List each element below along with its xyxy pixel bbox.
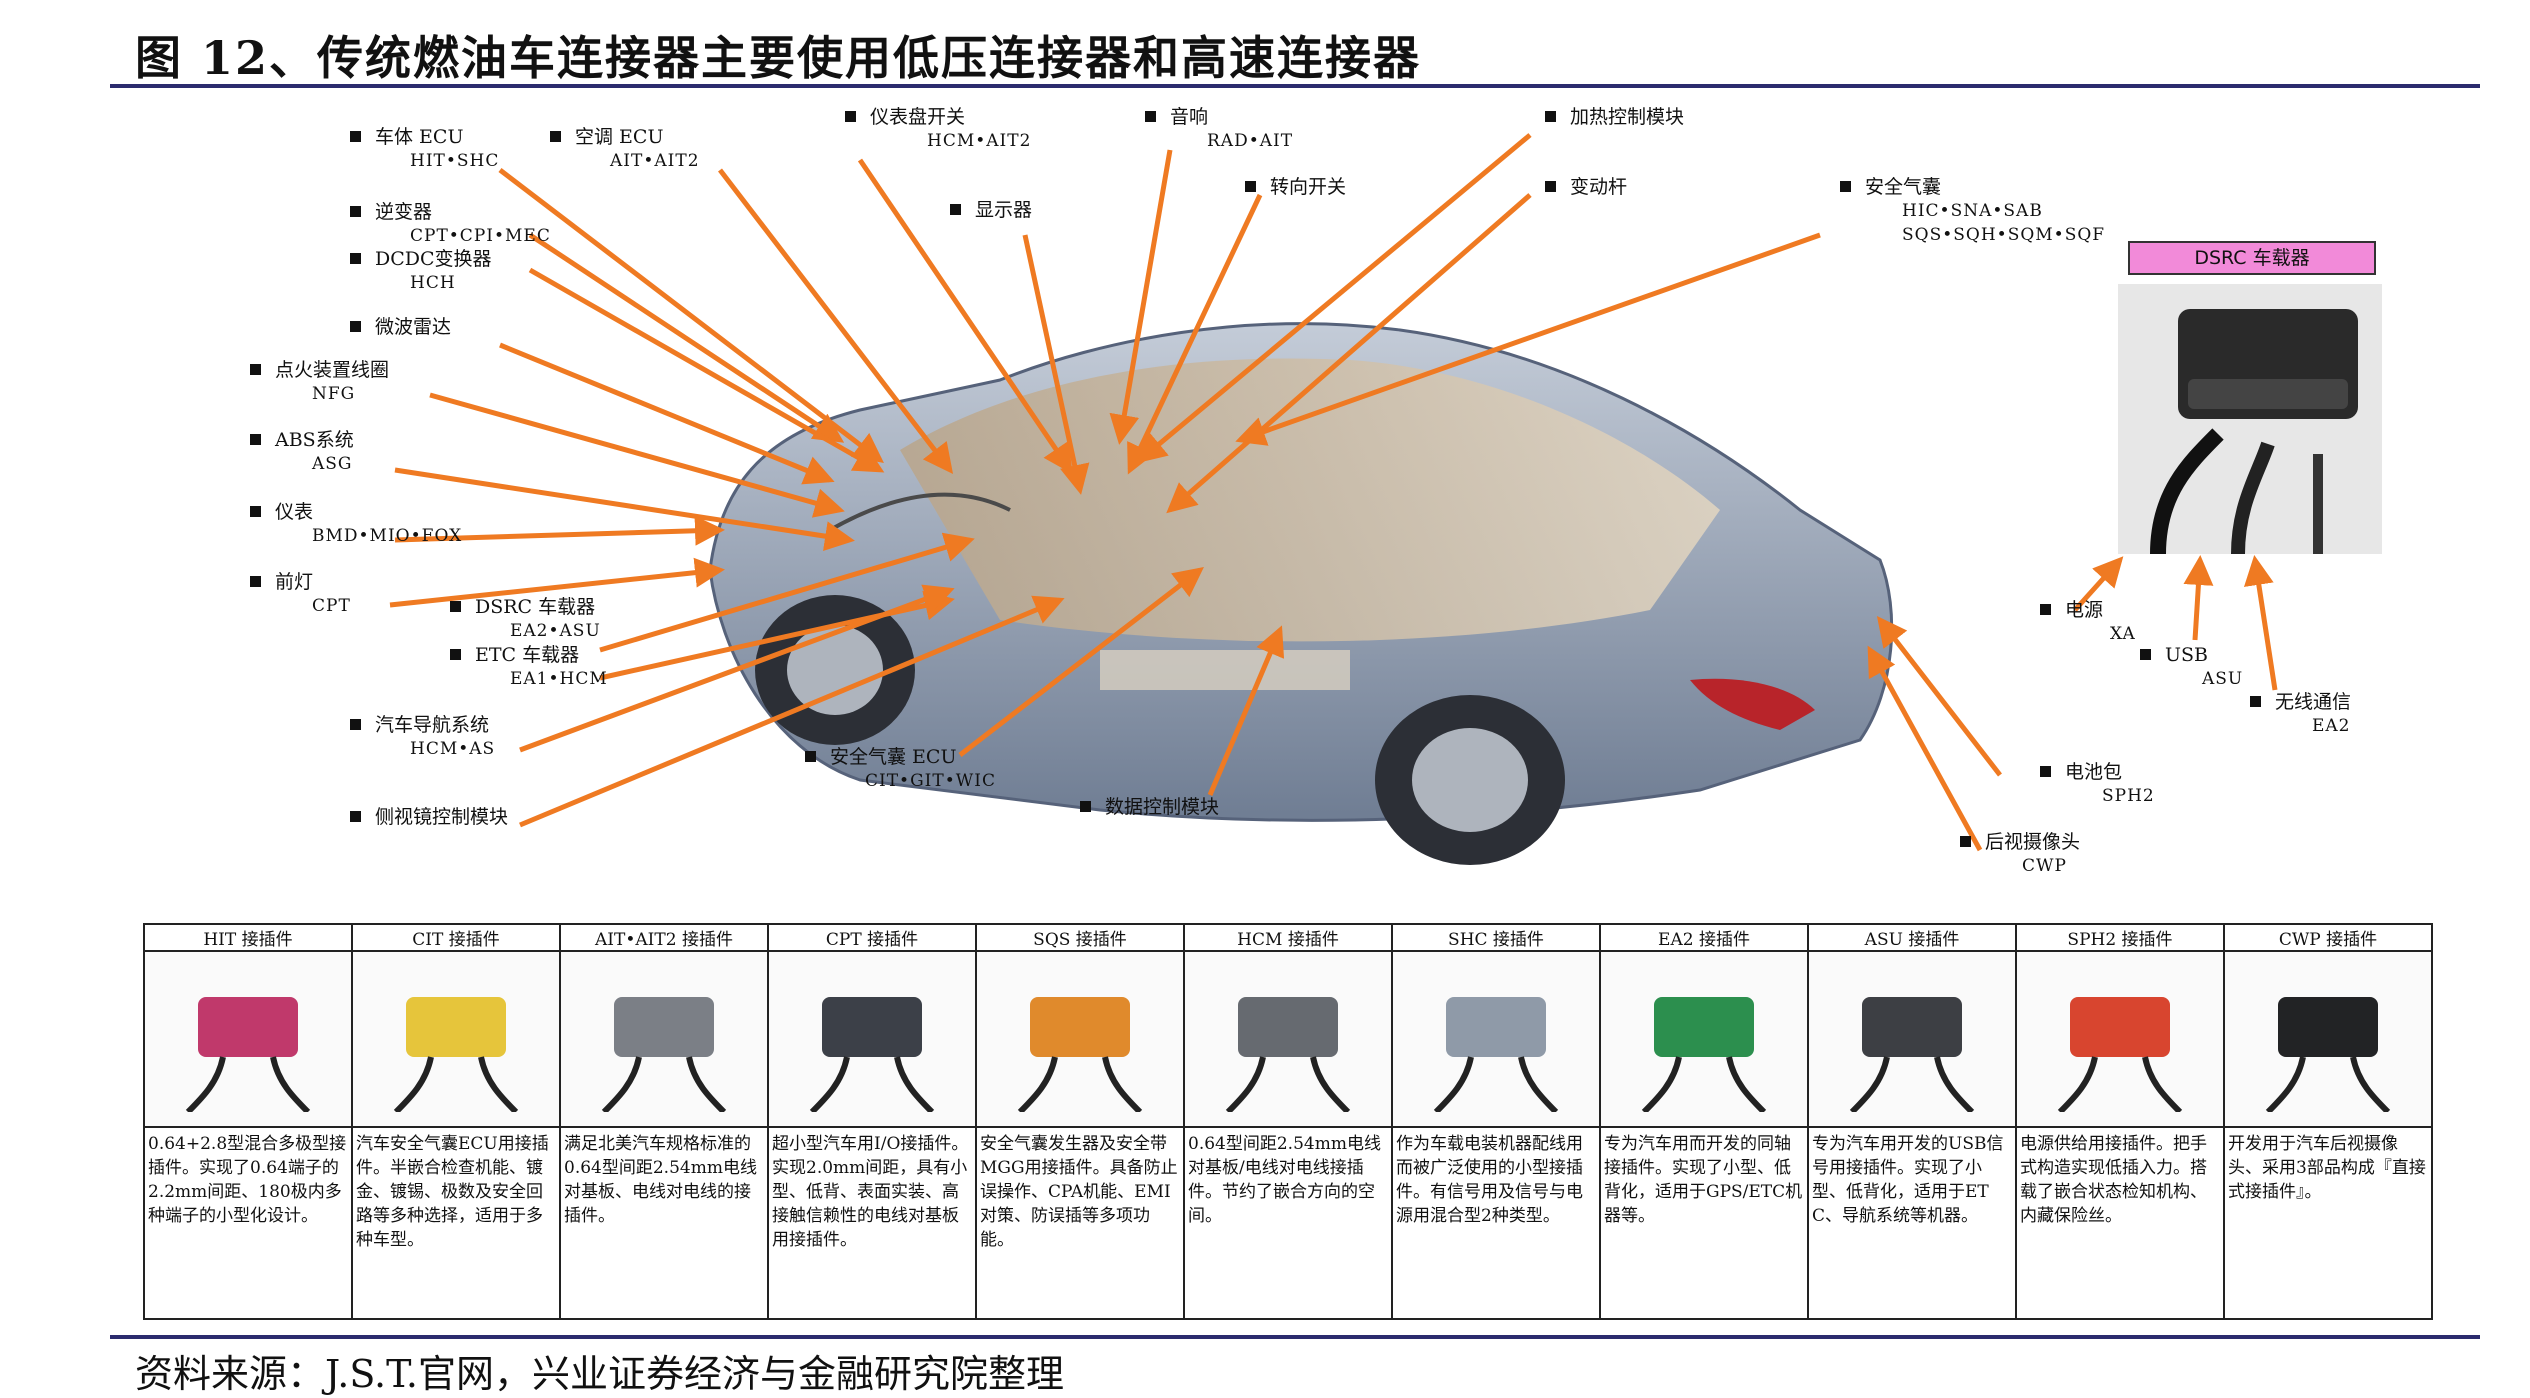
table-image-cell: [1183, 950, 1393, 1128]
label-data-control: 数据控制模块: [1080, 795, 1219, 819]
table-description: 作为车载电装机器配线用而被广泛使用的小型接插件。有信号用及信号与电源用混合型2种…: [1391, 1126, 1601, 1320]
label-shift-lever: 变动杆: [1545, 175, 1627, 199]
table-description-row: 0.64+2.8型混合多极型接插件。实现了0.64端子的2.2mm间距、180极…: [143, 1126, 2433, 1320]
table-image-cell: [767, 950, 977, 1128]
table-description: 0.64+2.8型混合多极型接插件。实现了0.64端子的2.2mm间距、180极…: [143, 1126, 353, 1320]
figure-title: 图 12、传统燃油车连接器主要使用低压连接器和高速连接器: [135, 31, 1422, 85]
table-image-cell: [1807, 950, 2017, 1128]
table-description: 专为汽车用开发的USB信号用接插件。实现了小型、低背化，适用于ETC、导航系统等…: [1807, 1126, 2017, 1320]
table-header: ASU 接插件: [1807, 923, 2017, 952]
table-description: 汽车安全气囊ECU用接插件。半嵌合检查机能、镀金、镀锡、极数及安全回路等多种选择…: [351, 1126, 561, 1320]
hit-connector-photo: [185, 997, 311, 1115]
bottom-rule: [110, 1335, 2480, 1339]
table-description: 0.64型间距2.54mm电线对基板/电线对电线接插件。节约了嵌合方向的空间。: [1183, 1126, 1393, 1320]
table-description: 满足北美汽车规格标准的0.64型间距2.54mm电线对基板、电线对电线的接插件。: [559, 1126, 769, 1320]
table-header: CWP 接插件: [2223, 923, 2433, 952]
cpt-connector-photo: [809, 997, 935, 1115]
table-image-cell: [975, 950, 1185, 1128]
table-header: SHC 接插件: [1391, 923, 1601, 952]
table-image-cell: [559, 950, 769, 1128]
table-description: 安全气囊发生器及安全带MGG用接插件。具备防止误操作、CPA机能、EMI对策、防…: [975, 1126, 1185, 1320]
table-header: CPT 接插件: [767, 923, 977, 952]
ait-connector-photo: [601, 997, 727, 1115]
table-description: 专为汽车用而开发的同轴接插件。实现了小型、低背化，适用于GPS/ETC机器等。: [1599, 1126, 1809, 1320]
table-header: HCM 接插件: [1183, 923, 1393, 952]
hcm-connector-photo: [1225, 997, 1351, 1115]
sqs-connector-photo: [1017, 997, 1143, 1115]
source-note: 资料来源：J.S.T.官网，兴业证券经济与金融研究院整理: [135, 1352, 1064, 1396]
callout-arrows: [389, 133, 2278, 852]
table-image-cell: [1599, 950, 1809, 1128]
table-description: 超小型汽车用I/O接插件。实现2.0mm间距，具有小型、低背、表面实装、高接触信…: [767, 1126, 977, 1320]
car-body: [708, 322, 1894, 865]
label-display: 显示器: [950, 198, 1032, 222]
label-heater-module: 加热控制模块: [1545, 105, 1684, 129]
sph2-connector-photo: [2057, 997, 2183, 1115]
table-header: AIT•AIT2 接插件: [559, 923, 769, 952]
table-image-cell: [143, 950, 353, 1128]
table-image-cell: [351, 950, 561, 1128]
cwp-connector-photo: [2265, 997, 2391, 1115]
table-description: 开发用于汽车后视摄像头、采用3部品构成『直接式接插件』。: [2223, 1126, 2433, 1320]
shc-connector-photo: [1433, 997, 1559, 1115]
car-illustration: [389, 133, 2278, 865]
table-header: CIT 接插件: [351, 923, 561, 952]
table-image-cell: [2015, 950, 2225, 1128]
table-description: 电源供给用接插件。把手式构造实现低插入力。搭载了嵌合状态检知机构、内藏保险丝。: [2015, 1126, 2225, 1320]
dsrc-tag: DSRC 车载器: [2128, 241, 2376, 275]
table-header: SPH2 接插件: [2015, 923, 2225, 952]
ea2-connector-photo: [1641, 997, 1767, 1115]
label-turn-switch: 转向开关: [1245, 175, 1346, 199]
table-header: SQS 接插件: [975, 923, 1185, 952]
asu-connector-photo: [1849, 997, 1975, 1115]
table-header: EA2 接插件: [1599, 923, 1809, 952]
table-image-cell: [2223, 950, 2433, 1128]
table-image-row: [143, 950, 2433, 1128]
dsrc-device-photo: [2118, 284, 2382, 555]
label-mirror-control: 侧视镜控制模块: [350, 805, 508, 829]
table-header: HIT 接插件: [143, 923, 353, 952]
top-rule: [110, 84, 2480, 88]
cit-connector-photo: [393, 997, 519, 1115]
label-radar: 微波雷达: [350, 315, 451, 339]
table-image-cell: [1391, 950, 1601, 1128]
